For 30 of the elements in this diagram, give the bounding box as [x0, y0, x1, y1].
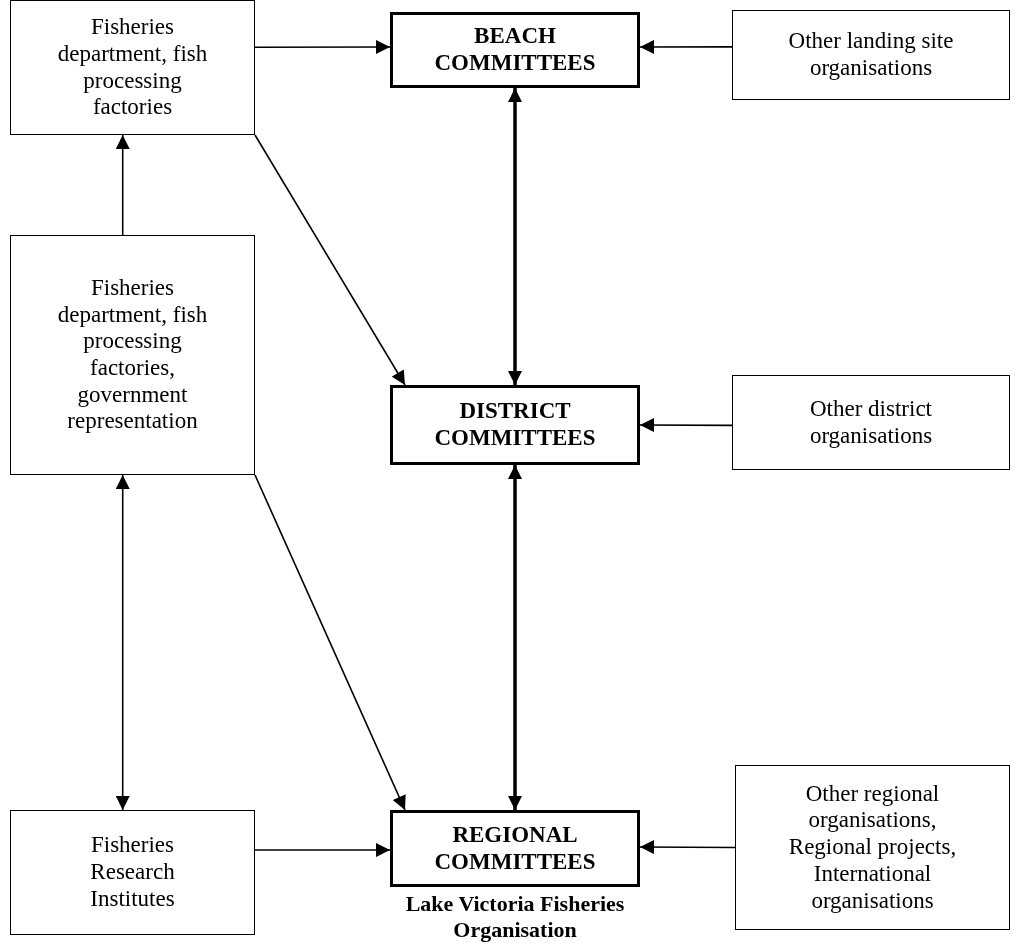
box-text: Other district organisations — [808, 395, 934, 450]
organisation-box — [10, 810, 255, 935]
organisation-box — [735, 765, 1010, 930]
arrow — [508, 88, 522, 385]
arrow — [639, 418, 733, 433]
arrow — [254, 134, 406, 386]
committee-box — [390, 12, 640, 88]
organisation-box — [732, 375, 1010, 470]
organisation-box — [732, 10, 1010, 100]
box-text: REGIONAL COMMITTEES — [433, 821, 597, 876]
arrow — [254, 474, 406, 811]
arrow — [639, 840, 736, 855]
arrow — [508, 465, 522, 810]
caption-text: Lake Victoria Fisheries Organisation — [404, 891, 626, 944]
arrow — [254, 40, 391, 54]
box-text: BEACH COMMITTEES — [433, 23, 597, 77]
arrow — [639, 39, 733, 54]
box-text: DISTRICT COMMITTEES — [433, 398, 597, 452]
box-text: Other regional organisations, Regional projects, International organisations — [787, 780, 958, 915]
committee-box — [390, 810, 640, 887]
arrow — [115, 134, 130, 236]
box-text: Fisheries department, fish processing factories, government representation — [56, 275, 209, 435]
box-text: Fisheries Research Institutes — [89, 832, 176, 913]
arrow — [254, 843, 391, 858]
committee-box — [390, 385, 640, 465]
box-text: Other landing site organisations — [787, 28, 955, 82]
box-text: Fisheries department, fish processing factories — [56, 14, 209, 121]
organisation-box — [10, 235, 255, 475]
arrow — [115, 474, 130, 811]
organisation-box — [10, 0, 255, 135]
